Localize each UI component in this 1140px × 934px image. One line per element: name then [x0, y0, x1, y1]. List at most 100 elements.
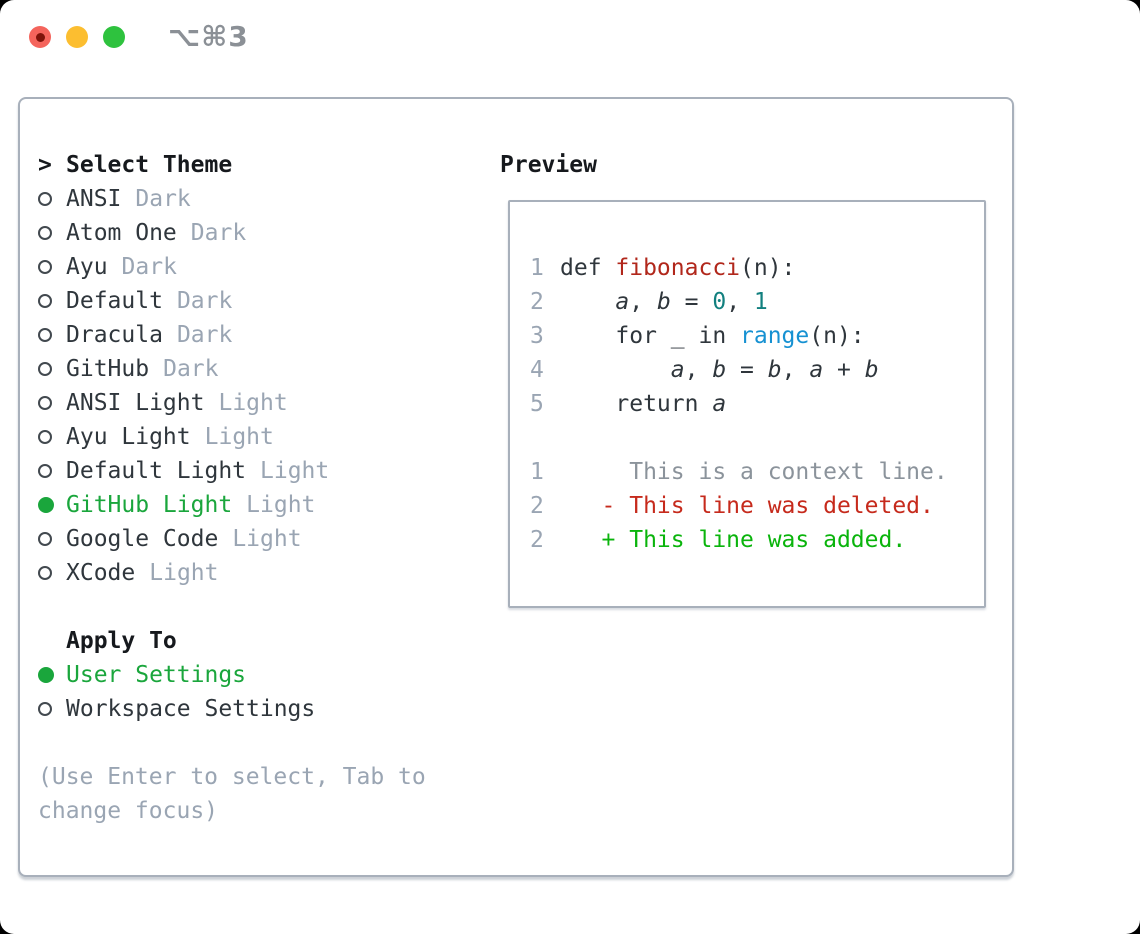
code-segment: ,	[726, 289, 754, 315]
theme-variant-tag: Light	[246, 492, 316, 518]
code-segment: + This line was added.	[560, 527, 907, 553]
radio-selected-icon	[38, 497, 54, 513]
code-segment: a	[670, 357, 685, 383]
theme-name: Ayu	[66, 254, 108, 280]
theme-option-ayu[interactable]: Ayu Dark	[38, 250, 478, 284]
radio-column	[38, 362, 66, 376]
zoom-button[interactable]	[103, 26, 125, 48]
theme-option-ansi[interactable]: ANSI Dark	[38, 182, 478, 216]
theme-variant-tag: Dark	[121, 254, 177, 280]
code-segment: 0	[712, 289, 727, 315]
code-line: 2 - This line was deleted.	[530, 489, 984, 523]
radio-icon	[38, 362, 52, 376]
apply-to-header: Apply To	[38, 624, 478, 658]
line-number: 4	[530, 357, 544, 383]
code-line	[530, 421, 984, 455]
apply-option-label: Workspace Settings	[66, 696, 316, 722]
code-segment: 1	[753, 289, 768, 315]
code-line: 4 a, b = b, a + b	[530, 353, 984, 387]
select-theme-header: > Select Theme	[38, 148, 478, 182]
close-button[interactable]	[29, 26, 51, 48]
code-segment	[560, 357, 671, 383]
radio-column	[38, 702, 66, 716]
hint-line: (Use Enter to select, Tab to	[38, 764, 426, 790]
prompt-icon: >	[38, 152, 52, 178]
code-segment: b	[767, 357, 782, 383]
theme-variant-tag: Light	[260, 458, 330, 484]
preview-heading: Preview	[500, 152, 597, 178]
line-number: 2	[530, 493, 544, 519]
radio-column	[38, 497, 66, 513]
theme-name: GitHub	[66, 356, 150, 382]
radio-column	[38, 667, 66, 683]
code-segment: def	[560, 255, 616, 281]
theme-option-dracula[interactable]: Dracula Dark	[38, 318, 478, 352]
code-line: 5 return a	[530, 387, 984, 421]
apply-option-user-settings[interactable]: User Settings	[38, 658, 478, 692]
window-title: ⌥⌘3	[168, 20, 249, 53]
apply-option-workspace-settings[interactable]: Workspace Settings	[38, 692, 478, 726]
theme-variant-tag: Light	[218, 390, 288, 416]
radio-column	[38, 192, 66, 206]
code-segment: - This line was deleted.	[560, 493, 934, 519]
radio-column	[38, 294, 66, 308]
code-line: 1 This is a context line.	[530, 455, 984, 489]
radio-icon	[38, 464, 52, 478]
spacer	[38, 590, 478, 624]
select-theme-label: Select Theme	[66, 152, 233, 178]
titlebar: ⌥⌘3	[0, 0, 1140, 97]
code-segment: This is a context line.	[560, 459, 948, 485]
radio-icon	[38, 532, 52, 546]
code-segment: ,	[629, 289, 657, 315]
theme-variant-tag: Light	[232, 526, 302, 552]
spacer	[38, 726, 478, 760]
radio-column	[38, 464, 66, 478]
radio-icon	[38, 566, 52, 580]
code-segment: (n):	[740, 255, 796, 281]
code-segment: fibonacci	[615, 255, 741, 281]
line-number: 3	[530, 323, 544, 349]
radio-column	[38, 532, 66, 546]
theme-name: Dracula	[66, 322, 163, 348]
radio-column	[38, 396, 66, 410]
radio-icon	[38, 192, 52, 206]
code-segment: range	[740, 323, 810, 349]
code-line: 2 a, b = 0, 1	[530, 285, 984, 319]
apply-option-label: User Settings	[66, 662, 247, 688]
code-segment: a	[712, 391, 727, 417]
radio-icon	[38, 294, 52, 308]
close-dot-icon	[35, 32, 45, 42]
code-segment: for _ in	[560, 323, 741, 349]
theme-variant-tag: Dark	[135, 186, 191, 212]
theme-name: Ayu Light	[66, 424, 191, 450]
theme-variant-tag: Light	[149, 560, 219, 586]
radio-icon	[38, 702, 52, 716]
radio-column	[38, 328, 66, 342]
theme-name: ANSI	[66, 186, 122, 212]
code-segment: b	[656, 289, 671, 315]
line-number: 1	[530, 459, 544, 485]
radio-column	[38, 260, 66, 274]
code-segment	[560, 289, 615, 315]
minimize-button[interactable]	[66, 26, 88, 48]
code-segment: ,	[684, 357, 713, 383]
theme-variant-tag: Dark	[176, 322, 233, 348]
radio-column	[38, 566, 66, 580]
radio-column	[38, 226, 66, 240]
